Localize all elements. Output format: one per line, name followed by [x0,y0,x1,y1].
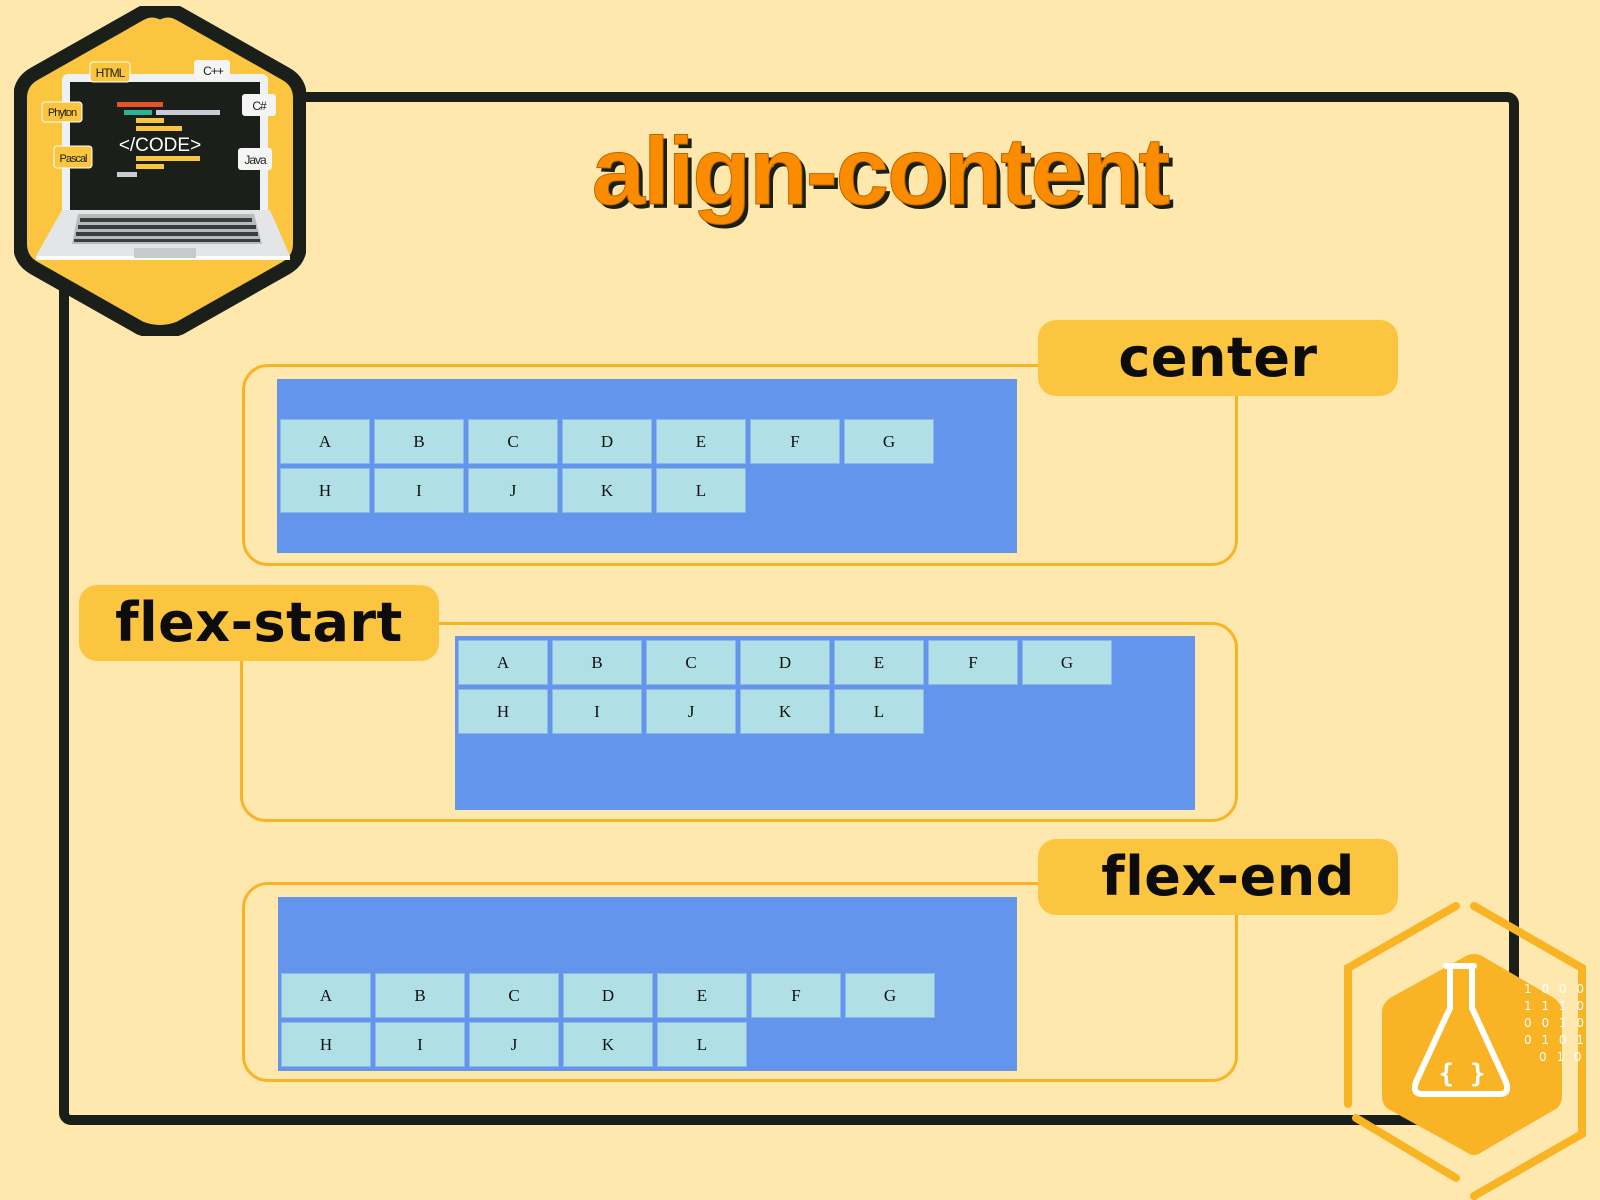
flex-item: C [646,640,736,685]
flex-item: L [656,468,746,513]
svg-text:</CODE>: </CODE> [119,135,201,156]
flex-item: L [834,689,924,734]
svg-text:0 0 1 0: 0 0 1 0 [1524,1016,1587,1030]
flex-item: I [552,689,642,734]
flex-item: B [374,419,464,464]
svg-text:C#: C# [252,99,267,113]
flex-item: I [375,1022,465,1067]
svg-text:Java: Java [244,153,267,167]
label-center: center [1038,320,1398,396]
flex-item: E [657,973,747,1018]
svg-text:{ }: { } [1439,1059,1486,1089]
flex-item: C [469,973,559,1018]
svg-text:Pascal: Pascal [59,153,87,165]
label-flex-start: flex-start [79,585,439,661]
flex-item: F [750,419,840,464]
svg-text:0 1 0: 0 1 0 [1539,1050,1585,1064]
flex-item: E [656,419,746,464]
flex-item: D [740,640,830,685]
flex-item: E [834,640,924,685]
flex-item: J [469,1022,559,1067]
svg-text:1 0 0 0: 1 0 0 0 [1524,982,1587,996]
flex-item: L [657,1022,747,1067]
main-frame [59,92,1519,1125]
example-panel-center [242,364,1238,566]
flex-item: G [845,973,935,1018]
flex-item: D [562,419,652,464]
example-panel-flex-end [242,882,1238,1082]
laptop-code-icon: </CODE> HTML C++ C# Phyton Pascal Java [14,6,306,336]
flex-item: G [1022,640,1112,685]
flex-item: K [740,689,830,734]
svg-text:C++: C++ [203,64,224,78]
flex-item: A [281,973,371,1018]
example-panel-flex-start [240,622,1238,822]
svg-text:0 1 0 1: 0 1 0 1 [1524,1033,1587,1047]
flex-container-flex-start: A B C D E F G H I J K L [455,636,1195,810]
flex-container-center: A B C D E F G H I J K L [277,379,1017,553]
flex-item: A [280,419,370,464]
flex-item: J [468,468,558,513]
flex-item: B [375,973,465,1018]
flex-item: H [280,468,370,513]
flex-item: I [374,468,464,513]
flex-item: K [563,1022,653,1067]
flex-item: J [646,689,736,734]
flex-item: F [751,973,841,1018]
flex-item: B [552,640,642,685]
svg-text:1 1 1 0: 1 1 1 0 [1524,999,1587,1013]
flex-item: H [458,689,548,734]
flex-item: A [458,640,548,685]
flask-code-icon: { } 1 0 0 0 1 1 1 0 0 0 1 0 0 1 0 1 0 1 … [1344,902,1587,1200]
page-title: align-content [591,118,1171,226]
flex-item: C [468,419,558,464]
flex-item: F [928,640,1018,685]
flex-item: D [563,973,653,1018]
svg-text:HTML: HTML [96,66,126,80]
flex-item: G [844,419,934,464]
label-flex-end: flex-end [1038,839,1398,915]
flex-container-flex-end: A B C D E F G H I J K L [278,897,1017,1071]
svg-text:Phyton: Phyton [48,107,77,119]
flex-item: K [562,468,652,513]
flex-item: H [281,1022,371,1067]
